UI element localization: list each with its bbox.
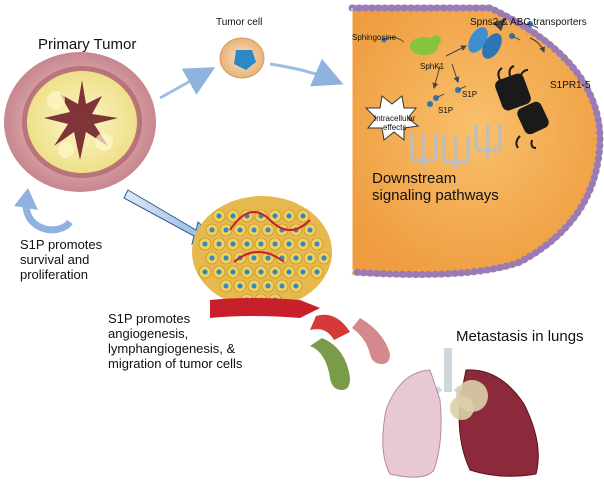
cluster-cell-nucleus (223, 227, 229, 233)
receptors-label: S1PR1-5 (550, 80, 591, 91)
transporter-icon (468, 18, 545, 59)
cluster-cell-nucleus (237, 283, 243, 289)
s1p-receptor-icon (495, 65, 549, 149)
cluster-cell-nucleus (321, 255, 327, 261)
cluster-cell-nucleus (279, 283, 285, 289)
lungs-icon (382, 348, 539, 478)
cluster-cell-nucleus (202, 241, 208, 247)
cluster-cell-nucleus (202, 269, 208, 275)
cluster-cell-nucleus (251, 227, 257, 233)
arrow-tumor-to-cell (159, 67, 216, 100)
cluster-cell-nucleus (307, 255, 313, 261)
cluster-cell-nucleus (216, 269, 222, 275)
cluster-cell-nucleus (237, 227, 243, 233)
sphingosine-label: Sphingosine (352, 33, 397, 42)
s1p-label-inner: S1P (438, 106, 454, 115)
cluster-cell-nucleus (293, 283, 299, 289)
cluster-cell-nucleus (223, 255, 229, 261)
cluster-cell-nucleus (209, 227, 215, 233)
cluster-cell-nucleus (272, 241, 278, 247)
cluster-cell-nucleus (300, 241, 306, 247)
cluster-cell-nucleus (265, 227, 271, 233)
cluster-cell-nucleus (265, 283, 271, 289)
cluster-cell-nucleus (244, 241, 250, 247)
tumor-cell-label: Tumor cell (216, 17, 263, 28)
cluster-cell-nucleus (286, 213, 292, 219)
tumor-cell-icon (219, 37, 265, 79)
arrow-cell-to-enlarged (269, 58, 344, 87)
cluster-cell-nucleus (230, 213, 236, 219)
primary-tumor-label: Primary Tumor (38, 36, 137, 53)
sphk1-enzyme-icon (381, 35, 441, 55)
cluster-cell-nucleus (314, 241, 320, 247)
cluster-cell-nucleus (209, 255, 215, 261)
cluster-cell-nucleus (286, 241, 292, 247)
cluster-cell-nucleus (216, 241, 222, 247)
cluster-cell-nucleus (272, 213, 278, 219)
cluster-cell-nucleus (251, 255, 257, 261)
cluster-cell-nucleus (251, 283, 257, 289)
primary-tumor-icon (4, 52, 156, 192)
cluster-cell-nucleus (258, 241, 264, 247)
blood-vessels-icon (310, 314, 390, 390)
cluster-cell-nucleus (230, 241, 236, 247)
cluster-cell-nucleus (314, 269, 320, 275)
cluster-cell-nucleus (230, 269, 236, 275)
s1p-molecules (427, 45, 467, 107)
s1p-label-outer: S1P (462, 90, 478, 99)
cluster-cell-nucleus (244, 269, 250, 275)
cluster-cell-nucleus (216, 213, 222, 219)
cluster-cell-nucleus (307, 227, 313, 233)
intracellular-effects-burst (364, 95, 420, 142)
tumor-cluster-icon (192, 196, 332, 318)
cluster-cell-nucleus (265, 255, 271, 261)
cluster-cell-nucleus (293, 255, 299, 261)
cluster-cell-nucleus (286, 269, 292, 275)
cluster-cell-nucleus (258, 269, 264, 275)
cluster-cell-nucleus (223, 283, 229, 289)
cluster-cell-nucleus (272, 269, 278, 275)
transporters-label: Spns2 & ABC transporters (470, 17, 587, 28)
sphk1-label: SphK1 (420, 62, 445, 71)
metastasis-label: Metastasis in lungs (456, 328, 584, 345)
cluster-cell-nucleus (300, 213, 306, 219)
cluster-cell-nucleus (300, 269, 306, 275)
survival-curved-arrow (14, 188, 73, 234)
downstream-pathways-icon (410, 124, 502, 170)
